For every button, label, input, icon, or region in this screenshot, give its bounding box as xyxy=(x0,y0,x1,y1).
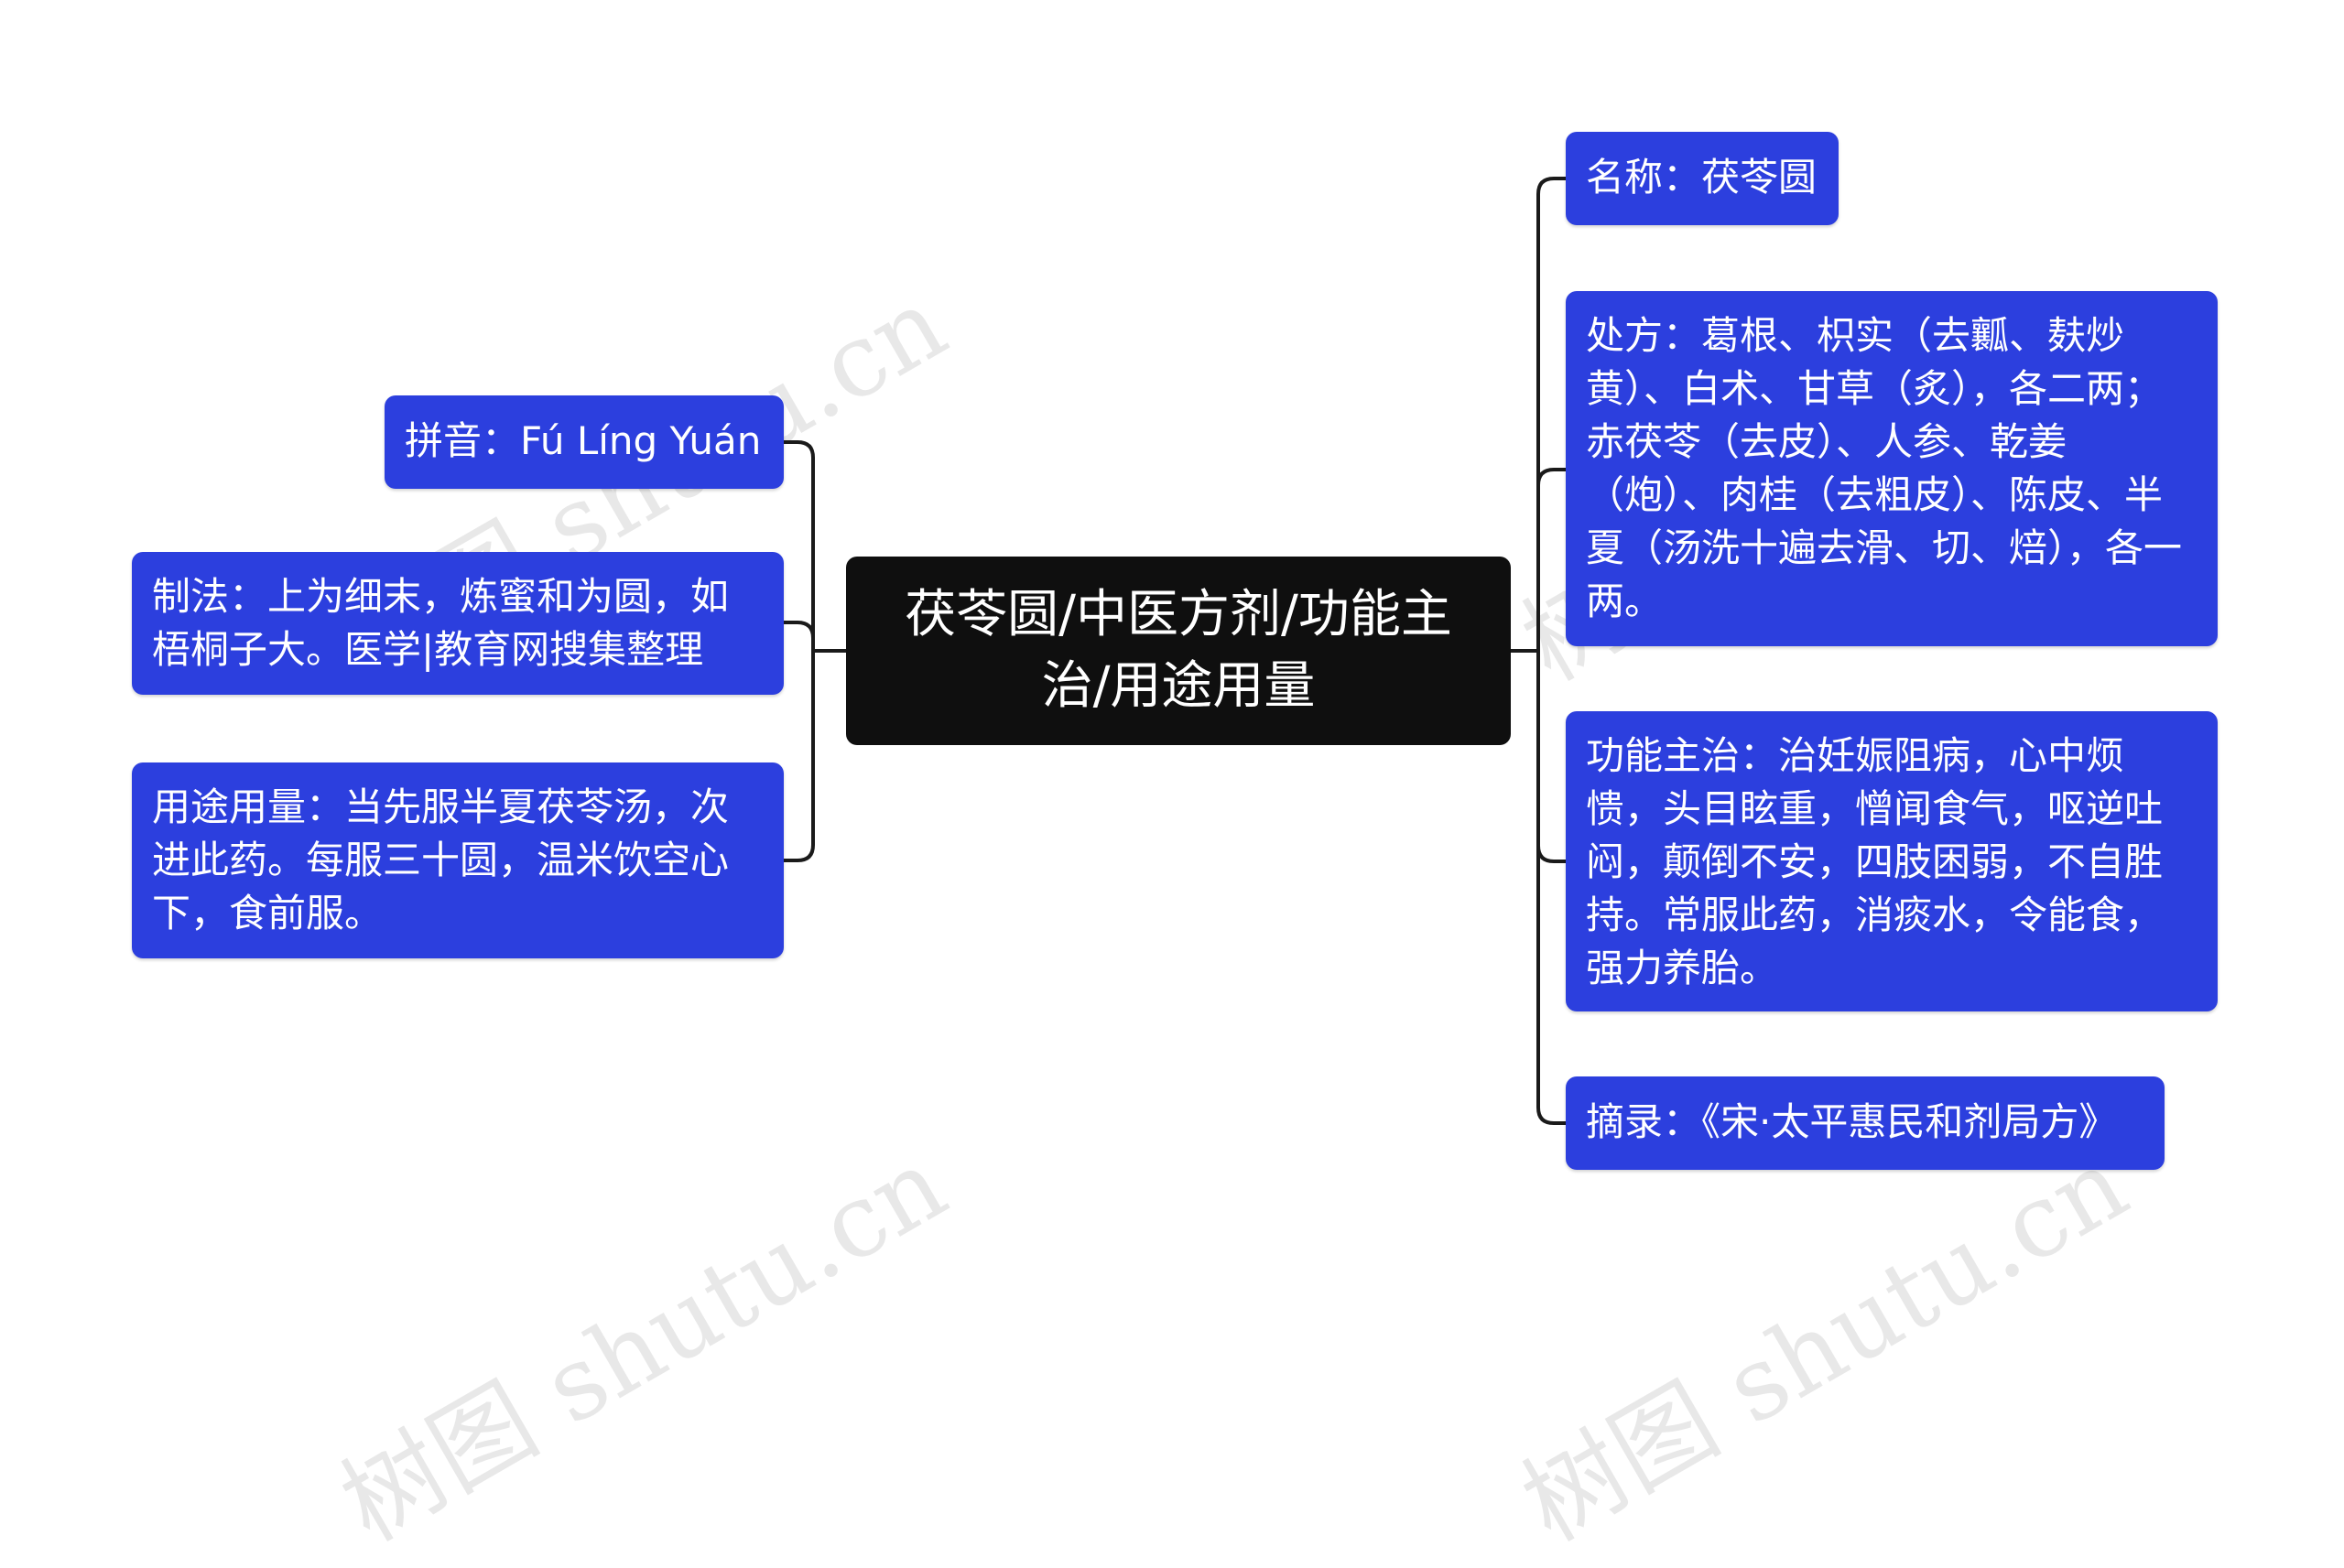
central-topic-label: 茯苓圆/中医方剂/功能主治/用途用量 xyxy=(905,585,1452,716)
central-topic[interactable]: 茯苓圆/中医方剂/功能主治/用途用量 xyxy=(846,557,1511,745)
node-usage-dosage[interactable]: 用途用量：当先服半夏茯苓汤，次进此药。每服三十圆，温米饮空心下，食前服。 xyxy=(132,762,784,958)
node-prescription[interactable]: 处方：葛根、枳实（去瓤、麸炒黄）、白术、甘草（炙），各二两；赤茯苓（去皮）、人参… xyxy=(1566,291,2218,646)
connector-left-1 xyxy=(782,440,815,653)
node-usage-dosage-text: 用途用量：当先服半夏茯苓汤，次进此药。每服三十圆，温米饮空心下，食前服。 xyxy=(152,784,730,935)
connector-right-2 xyxy=(1536,468,1568,653)
node-pinyin-text: 拼音：Fú Líng Yuán xyxy=(405,418,762,463)
connector-right-4 xyxy=(1536,649,1568,1125)
node-name-text: 名称：茯苓圆 xyxy=(1586,155,1818,200)
connector-right-3 xyxy=(1536,649,1568,863)
node-preparation[interactable]: 制法：上为细末，炼蜜和为圆，如梧桐子大。医学|教育网搜集整理 xyxy=(132,552,784,695)
node-prescription-text: 处方：葛根、枳实（去瓤、麸炒黄）、白术、甘草（炙），各二两；赤茯苓（去皮）、人参… xyxy=(1586,313,2183,623)
node-indications-text: 功能主治：治妊娠阻病，心中烦愦，头目眩重，憎闻食气，呕逆吐闷，颠倒不安，四肢困弱… xyxy=(1586,733,2164,990)
connector-right-1 xyxy=(1536,177,1568,653)
connector-lines xyxy=(782,177,1568,1125)
node-source[interactable]: 摘录：《宋·太平惠民和剂局方》 xyxy=(1566,1076,2165,1170)
node-name[interactable]: 名称：茯苓圆 xyxy=(1566,132,1839,225)
connector-left-3 xyxy=(782,649,815,862)
connector-left-2 xyxy=(782,621,815,653)
node-pinyin[interactable]: 拼音：Fú Líng Yuán xyxy=(385,395,784,489)
node-indications[interactable]: 功能主治：治妊娠阻病，心中烦愦，头目眩重，憎闻食气，呕逆吐闷，颠倒不安，四肢困弱… xyxy=(1566,711,2218,1011)
node-preparation-text: 制法：上为细末，炼蜜和为圆，如梧桐子大。医学|教育网搜集整理 xyxy=(152,574,730,672)
node-source-text: 摘录：《宋·太平惠民和剂局方》 xyxy=(1586,1099,2118,1144)
